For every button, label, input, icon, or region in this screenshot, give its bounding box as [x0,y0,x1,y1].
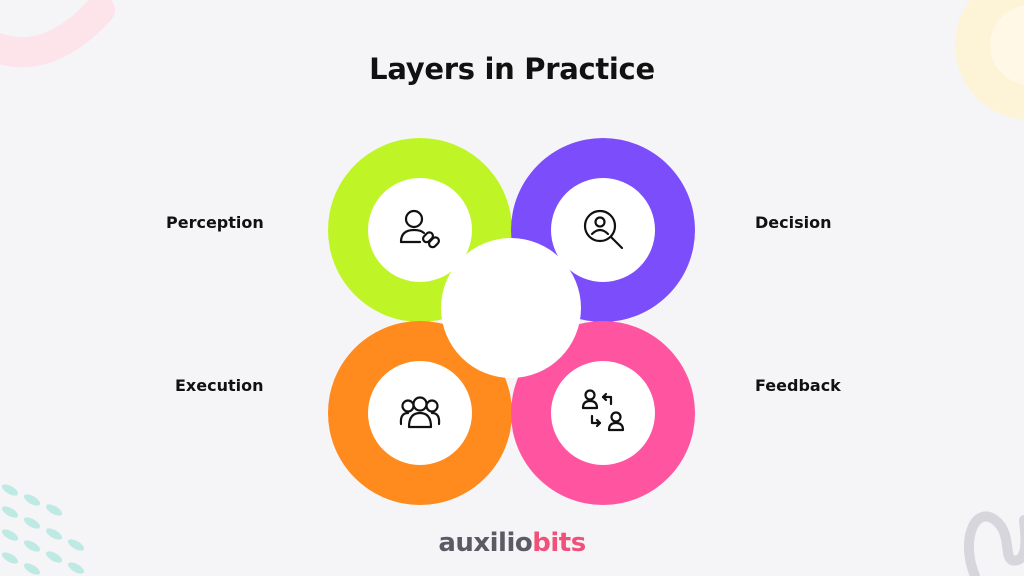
user-link-icon [399,209,441,249]
center-circle [441,238,581,378]
layer-label-feedback: Feedback [755,376,841,395]
layer-label-decision: Decision [755,213,832,232]
brand-logo: auxiliobits [0,528,1024,558]
layer-label-perception: Perception [166,213,264,232]
user-exchange-icon [581,389,625,432]
layer-label-execution: Execution [175,376,264,395]
user-search-icon [583,209,624,250]
logo-part-1: auxilio [438,528,533,558]
layer-ring-feedback [511,321,695,505]
logo-part-2: bits [532,528,586,558]
page-title: Layers in Practice [369,52,655,86]
user-group-icon [399,396,441,429]
